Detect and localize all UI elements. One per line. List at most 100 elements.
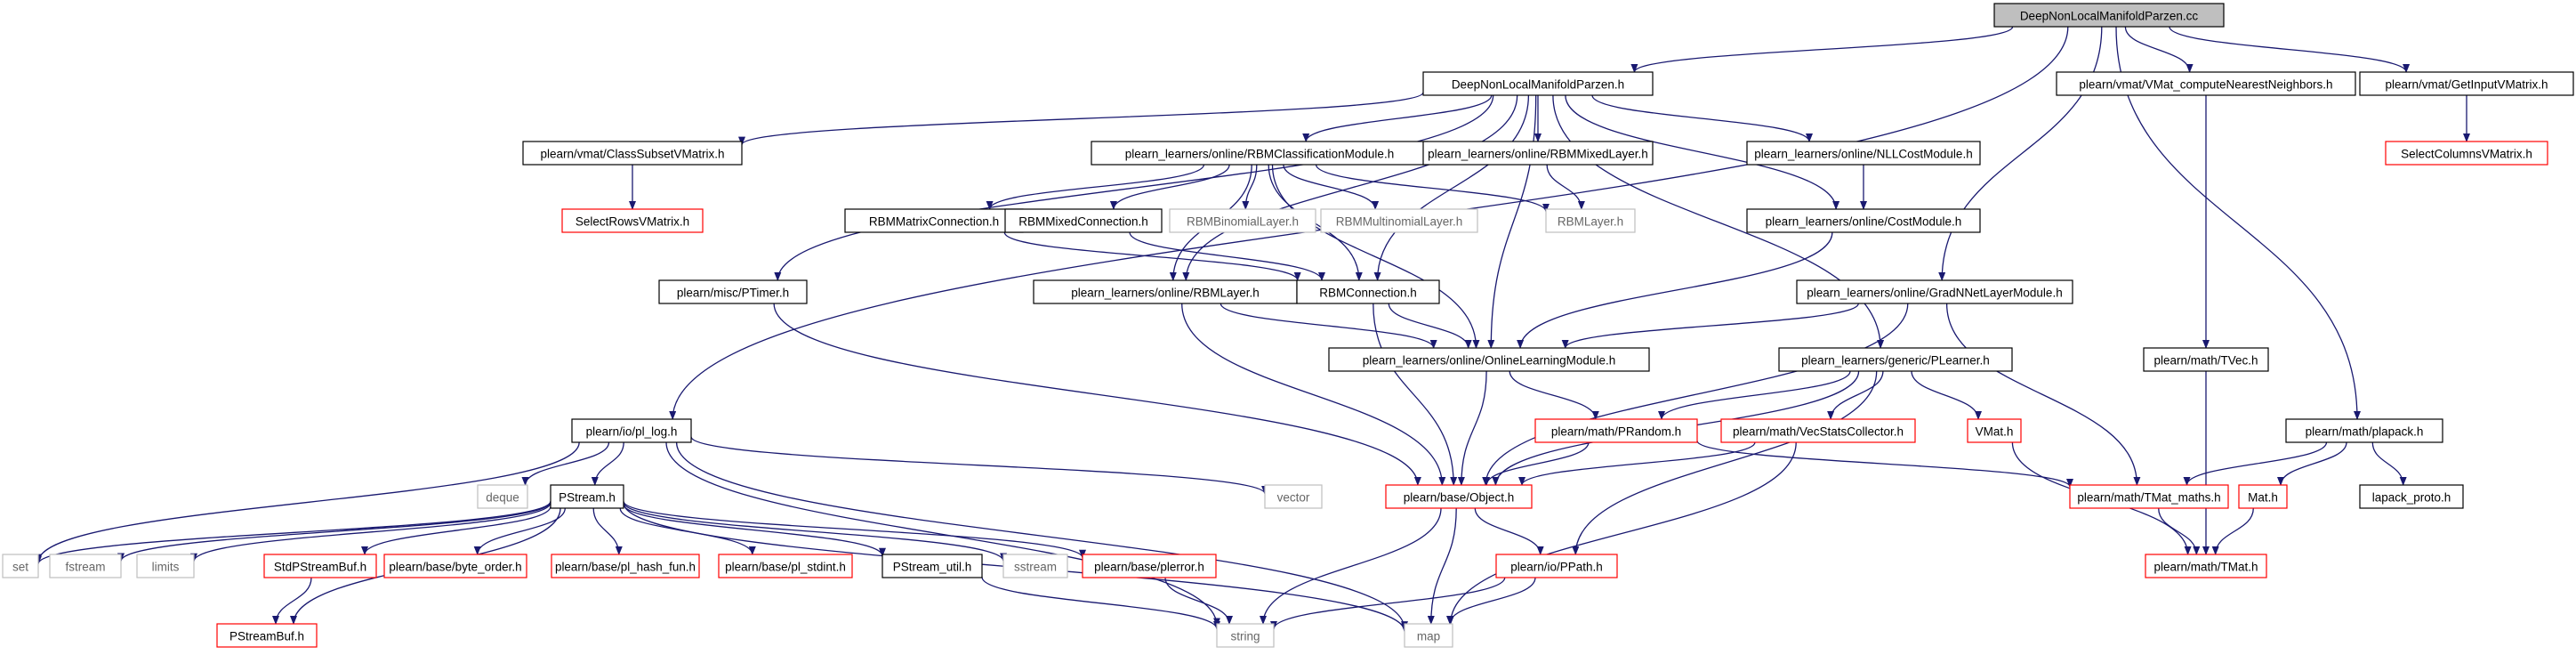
node-hashfun[interactable]: plearn/base/pl_hash_fun.h [551, 554, 700, 578]
node-label: RBMBinomialLayer.h [1187, 215, 1299, 229]
node-rbmconn[interactable]: RBMConnection.h [1296, 279, 1440, 304]
edge-line [1474, 507, 1544, 555]
node-lapack[interactable]: lapack_proto.h [2359, 484, 2464, 509]
edge-rbmclass-to-rbmlayerh [1315, 164, 1550, 213]
node-selcols[interactable]: SelectColumnsVMatrix.h [2385, 141, 2548, 166]
node-rbmmatconn[interactable]: RBMMatrixConnection.h [844, 208, 1024, 233]
edge-plearner-to-vmat [1911, 370, 1982, 420]
node-box [1422, 71, 1654, 96]
node-label: plearn/math/plapack.h [2306, 425, 2424, 439]
node-label: plearn/io/pl_log.h [586, 425, 678, 439]
edge-line [1270, 577, 1506, 630]
edge-line [272, 577, 312, 625]
edge-line [1827, 370, 1884, 420]
node-ptimer[interactable]: plearn/misc/PTimer.h [658, 279, 808, 304]
edge-line [1911, 370, 1982, 420]
edge-line [1242, 164, 1258, 210]
edge-line [1446, 577, 1536, 625]
node-label: PStream_util.h [893, 561, 972, 574]
edge-line [1565, 94, 1840, 210]
edge-gradnnet-to-tmatmaths [1945, 303, 2141, 486]
edge-pllog-to-set [35, 441, 580, 563]
node-plerror[interactable]: plearn/base/plerror.h [1082, 554, 1217, 578]
node-ppath[interactable]: plearn/io/PPath.h [1495, 554, 1618, 578]
node-box [1422, 141, 1654, 166]
node-vmat[interactable]: VMat.h [1967, 418, 2022, 443]
edge-line [2183, 441, 2328, 486]
edge-line [1546, 164, 1585, 210]
edge-psutil-to-string [981, 577, 1220, 630]
node-box [1495, 554, 1618, 578]
node-object[interactable]: plearn/base/Object.h [1385, 484, 1533, 509]
edge-line [1517, 231, 1833, 349]
node-box [1796, 279, 2073, 304]
node-stdint[interactable]: plearn/base/pl_stdint.h [718, 554, 853, 578]
edge-plapack-to-math [2277, 441, 2347, 486]
node-rbmclass[interactable]: plearn_learners/online/RBMClassification… [1091, 141, 1429, 166]
edge-line [986, 164, 1205, 210]
node-prandom[interactable]: plearn/math/PRandom.h [1534, 418, 1698, 443]
edge-line [190, 502, 551, 562]
node-box [383, 554, 527, 578]
node-label: PStreamBuf.h [229, 630, 304, 643]
node-rbmmixedconn[interactable]: RBMMixedConnection.h [1004, 208, 1163, 233]
node-label: plearn/base/byte_order.h [389, 561, 521, 574]
node-rbmmultilayer: RBMMultinomialLayer.h [1320, 208, 1478, 233]
node-nllcost[interactable]: plearn_learners/online/NLLCostModule.h [1746, 141, 1981, 166]
node-tvec[interactable]: plearn/math/TVec.h [2143, 347, 2269, 372]
node-label: plearn/base/pl_hash_fun.h [555, 561, 696, 574]
edge-rbmconn-to-onlinelearning [1388, 303, 1472, 349]
edge-object-to-map [1427, 507, 1457, 625]
edge-pllog-to-deque [521, 441, 610, 486]
node-pllog[interactable]: plearn/io/pl_log.h [571, 418, 692, 443]
node-stdpsb[interactable]: StdPStreamBuf.h [263, 554, 377, 578]
edge-rbmlayer-to-onlinelearning [1220, 303, 1437, 349]
node-vecstats[interactable]: plearn/math/VecStatsCollector.h [1720, 418, 1916, 443]
edge-line [1315, 164, 1550, 213]
node-dnlmp-h[interactable]: DeepNonLocalManifoldParzen.h [1422, 71, 1654, 96]
node-label: RBMLayer.h [1558, 215, 1623, 229]
edge-stdpsb-to-psbuf [272, 577, 312, 625]
node-root[interactable]: DeepNonLocalManifoldParzen.cc [1993, 3, 2225, 28]
node-onlinelearning[interactable]: plearn_learners/online/OnlineLearningMod… [1328, 347, 1650, 372]
node-plearner[interactable]: plearn_learners/generic/PLearner.h [1778, 347, 2013, 372]
node-vmat-cnn[interactable]: plearn/vmat/VMat_computeNearestNeighbors… [2056, 71, 2356, 96]
node-selrows[interactable]: SelectRowsVMatrix.h [561, 208, 704, 233]
node-gradnnet[interactable]: plearn_learners/online/GradNNetLayerModu… [1796, 279, 2073, 304]
node-label: sstream [1014, 561, 1057, 574]
node-math[interactable]: Mat.h [2238, 484, 2288, 509]
node-label: plearn/vmat/GetInputVMatrix.h [2385, 78, 2548, 92]
edge-root-to-plapack [2115, 26, 2361, 420]
edge-rbmclass-to-rbmmixedconn [1109, 164, 1230, 210]
node-plapack[interactable]: plearn/math/plapack.h [2285, 418, 2443, 443]
edge-line [1482, 303, 1909, 486]
node-psutil[interactable]: PStream_util.h [881, 554, 983, 578]
node-tmat[interactable]: plearn/math/TMat.h [2145, 554, 2267, 578]
edge-line [1591, 94, 1813, 142]
edge-line [1658, 370, 1851, 420]
node-label: lapack_proto.h [2372, 491, 2451, 505]
node-label: plearn/math/VecStatsCollector.h [1733, 425, 1904, 439]
node-psbuf[interactable]: PStreamBuf.h [216, 623, 318, 648]
node-pstream[interactable]: PStream.h [550, 484, 624, 509]
node-getinput[interactable]: plearn/vmat/GetInputVMatrix.h [2359, 71, 2574, 96]
node-box [477, 484, 528, 509]
edge-line [1283, 164, 1380, 210]
edge-math-to-tmat [2211, 507, 2254, 555]
node-label: DeepNonLocalManifoldParzen.cc [2020, 10, 2199, 23]
edge-line [361, 505, 551, 555]
node-label: set [12, 561, 28, 574]
node-tmatmaths[interactable]: plearn/math/TMat_maths.h [2069, 484, 2229, 509]
node-classsubset[interactable]: plearn/vmat/ClassSubsetVMatrix.h [522, 141, 743, 166]
edge-line [35, 500, 551, 565]
node-costmodule[interactable]: plearn_learners/online/CostModule.h [1746, 208, 1981, 233]
edge-plearner-to-ppath [1572, 370, 1878, 555]
node-label: SelectRowsVMatrix.h [576, 215, 689, 229]
edge-rbmlayer-to-object [1181, 303, 1446, 486]
node-rbmlayer[interactable]: plearn_learners/online/RBMLayer.h [1033, 279, 1298, 304]
edge-ptimer-to-object [773, 303, 1421, 486]
edge-line [1271, 164, 1480, 349]
node-byteorder[interactable]: plearn/base/byte_order.h [383, 554, 527, 578]
node-rbmmixedlayer[interactable]: plearn_learners/online/RBMMixedLayer.h [1422, 141, 1654, 166]
node-box [551, 554, 700, 578]
